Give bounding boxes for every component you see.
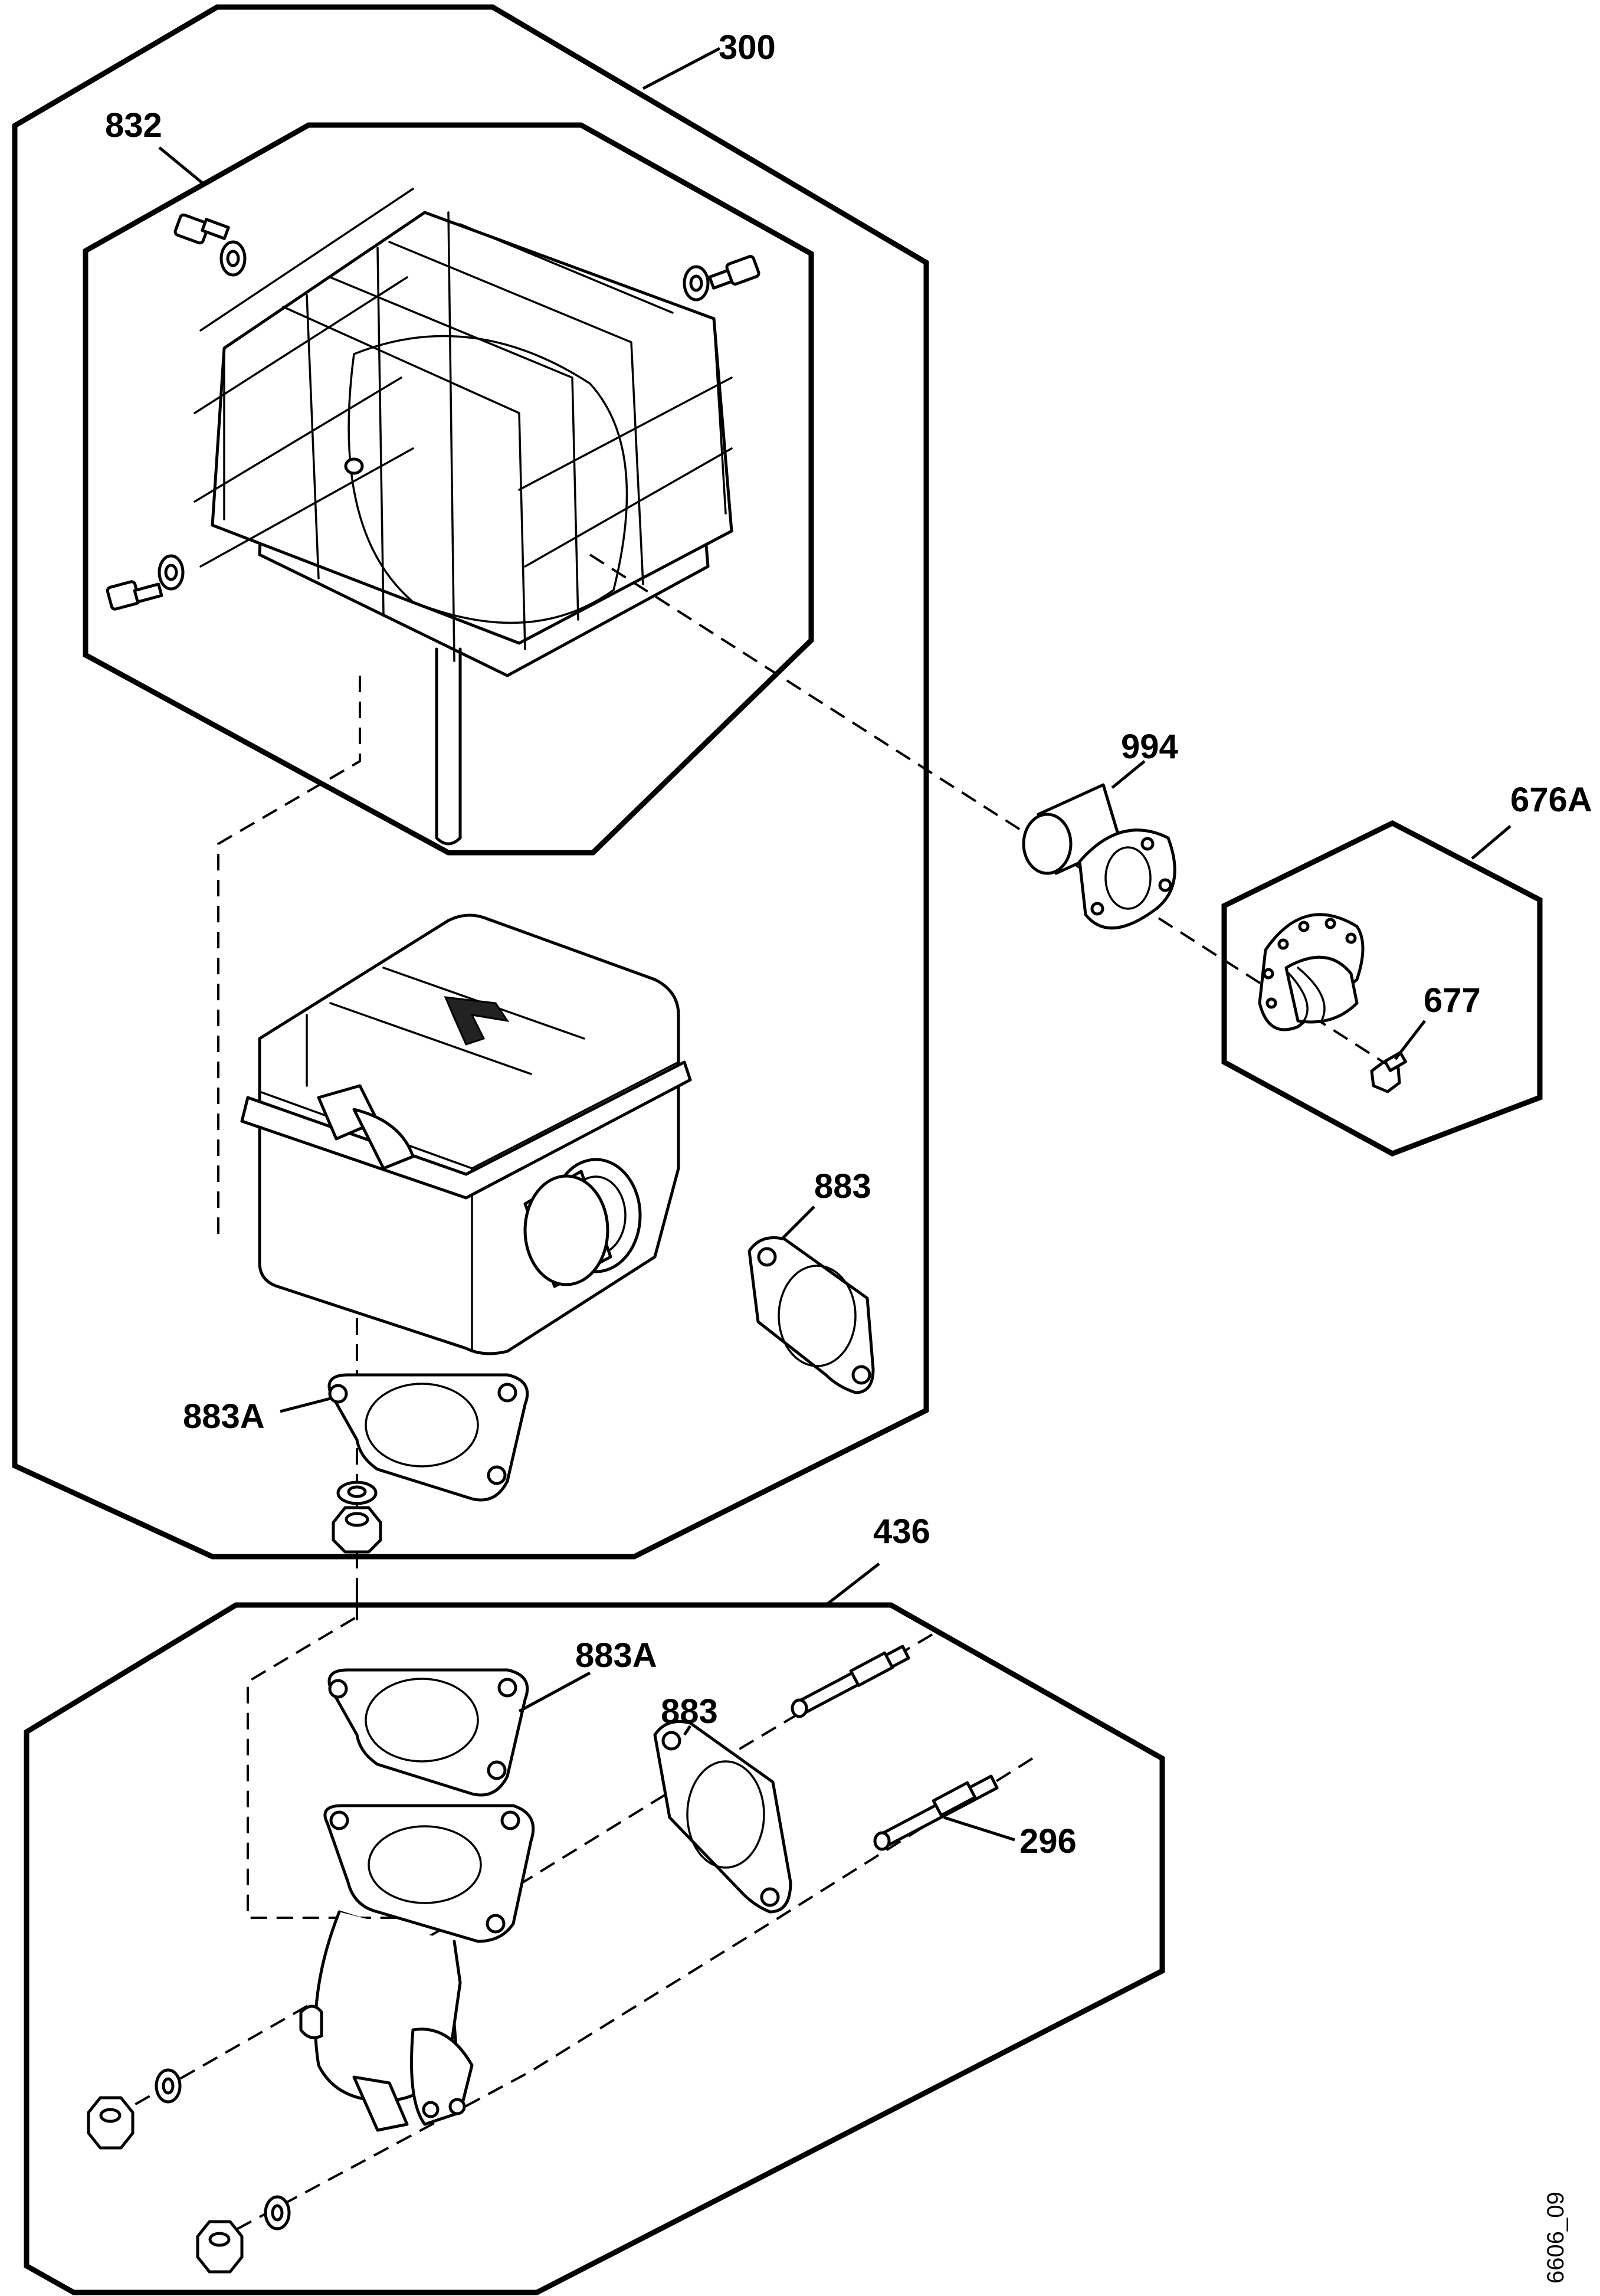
assembly-300-leader: [642, 47, 721, 90]
callout-436: 436: [873, 1512, 930, 1551]
stud-296-upper: [791, 1645, 910, 1718]
screw-677: 677: [1370, 981, 1481, 1093]
guard-832-outline: [83, 122, 814, 856]
gasket-883A-top: 883A: [183, 1373, 529, 1502]
callout-300: 300: [719, 28, 776, 67]
gasket-883A-bottom: 883A: [327, 1636, 657, 1797]
manifold-kit-436-group: 436 883A 883: [24, 1512, 1165, 2295]
elbow-kit-676A-outline: [1221, 820, 1543, 1157]
callout-994: 994: [1121, 728, 1178, 766]
exhaust-manifold: [299, 1804, 535, 2132]
muffler-nut-and-lockwasher: [332, 1481, 382, 1554]
elbow-outlet: [1258, 913, 1365, 1031]
brand-logo-mark: [444, 996, 510, 1046]
manifold-nut-upper: [87, 2068, 182, 2150]
manifold-kit-436-outline: [24, 1602, 1165, 2295]
assembly-300-outline: [12, 4, 929, 1560]
callout-883-top: 883: [814, 1167, 871, 1206]
guard-bolt-lower-left: [106, 554, 185, 611]
callout-883-bottom: 883: [661, 1692, 718, 1731]
guard-832-group: 832: [83, 106, 814, 856]
align-line-stud-lower: [212, 1757, 1034, 2243]
guard-832-leader: [158, 146, 204, 184]
wire-guard-cage: [194, 188, 733, 846]
manifold-nut-lower: [196, 2195, 291, 2274]
callout-883A-top: 883A: [183, 1397, 265, 1436]
gasket-883-bottom: 883: [653, 1692, 792, 1914]
align-line-guard-to-muffler: [217, 676, 361, 1239]
callout-832: 832: [105, 106, 162, 145]
callout-883A-bottom: 883A: [575, 1636, 657, 1675]
align-line-muffler-to-elbow: [589, 553, 1385, 1063]
callout-677: 677: [1424, 981, 1481, 1020]
muffler-body: [240, 913, 692, 1355]
assembly-300-group: 300: [12, 4, 929, 1560]
align-line-manifold: [247, 1593, 496, 1919]
stud-296-lower: 296: [873, 1774, 1077, 1861]
figure-id: 6606_09: [1543, 2192, 1569, 2284]
gasket-883-top: 883: [747, 1167, 875, 1394]
callout-676A: 676A: [1510, 781, 1592, 819]
guard-bolt-upper-right: [683, 255, 760, 302]
callout-296: 296: [1019, 1822, 1077, 1861]
elbow-kit-676A-group: 676A 677: [1221, 781, 1592, 1157]
guard-bolt-upper-left: [173, 213, 247, 277]
adapter-994: 994: [1022, 728, 1178, 930]
